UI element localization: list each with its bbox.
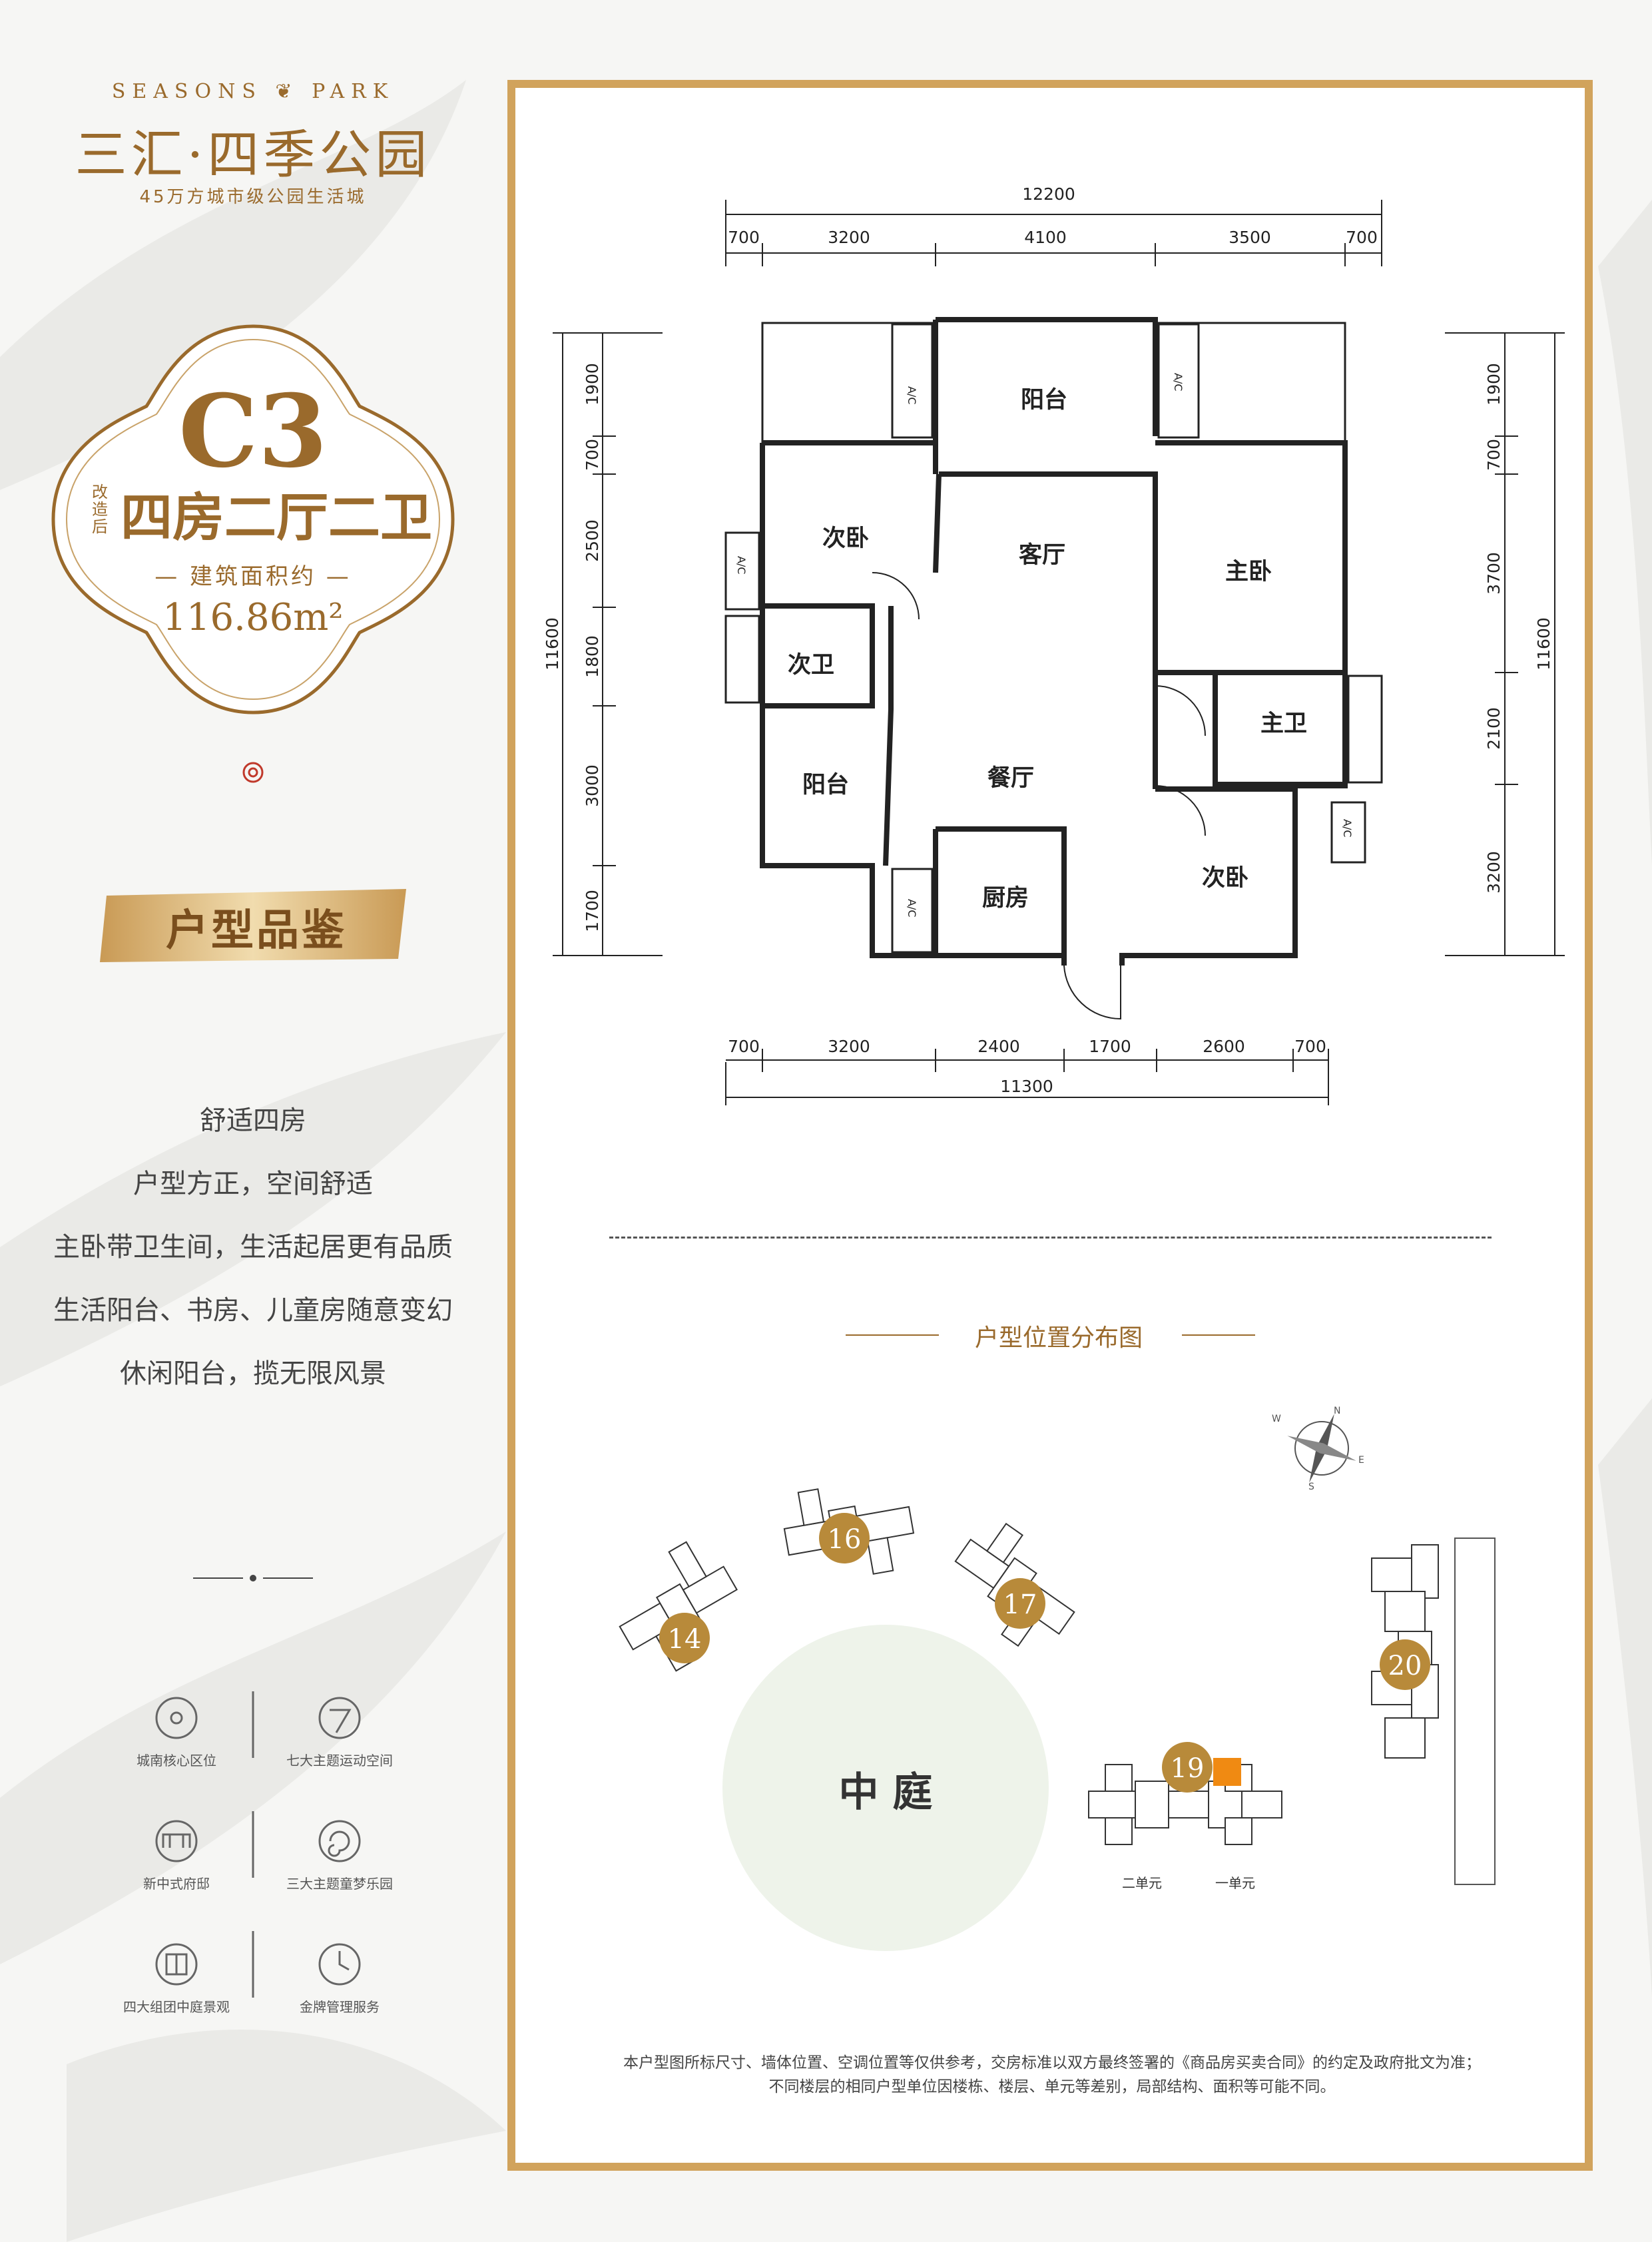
- road-strip: [1454, 1538, 1496, 1885]
- unit-area: 116.86m²: [162, 596, 344, 639]
- icon-label: 七大主题运动空间: [286, 1753, 393, 1769]
- courtyard-icon: [155, 1943, 198, 1986]
- flower-ornament-icon: [242, 762, 264, 783]
- building-19: [1088, 1764, 1282, 1845]
- icon-label: 四大组团中庭景观: [123, 1999, 230, 2015]
- svg-text:S: S: [1308, 1482, 1314, 1492]
- title-rule-left: [846, 1334, 939, 1336]
- target-icon: [155, 1697, 198, 1739]
- feature-line: 主卧带卫生间，生活起居更有品质: [53, 1232, 453, 1262]
- site-map: 中 庭 N E S W 14 16 17 19 20: [619, 1406, 1496, 1951]
- dim-top: 700: [1346, 228, 1378, 247]
- ac-label: A/C: [1172, 373, 1185, 392]
- brand-english-name: SEASONS ❦ PARK: [111, 80, 395, 103]
- dim-right: 3200: [1484, 851, 1504, 894]
- room-bedroom-nw: 次卧: [822, 525, 869, 552]
- dim-top: 3200: [828, 228, 870, 247]
- dim-bottom: 2400: [977, 1037, 1020, 1056]
- feature-line: 休闲阳台，揽无限风景: [120, 1358, 386, 1389]
- room-bedroom-se: 次卧: [1202, 865, 1248, 892]
- dim-left: 2500: [583, 519, 602, 562]
- icon-label: 城南核心区位: [137, 1753, 216, 1769]
- unit-type: 四房二厅二卫: [120, 487, 432, 548]
- feature-line: 户型方正，空间舒适: [133, 1169, 373, 1199]
- dim-right-total: 11600: [1534, 617, 1553, 671]
- dim-top: 700: [728, 228, 760, 247]
- svg-text:W: W: [1272, 1414, 1281, 1424]
- dim-top: 4100: [1024, 228, 1067, 247]
- ac-label: A/C: [906, 899, 918, 918]
- dim-bottom: 700: [728, 1037, 760, 1056]
- building-badges: 14 16 17 19 20: [659, 1513, 1430, 1793]
- highlighted-unit: [1213, 1758, 1241, 1786]
- unit-label: 一单元: [1215, 1875, 1255, 1891]
- dim-top: 3500: [1229, 228, 1271, 247]
- disclaimer-line: 本户型图所标尺寸、墙体位置、空调位置等仅供参考，交房标准以双方最终签署的《商品房…: [623, 2054, 1481, 2072]
- dim-left: 1700: [583, 890, 602, 932]
- dim-left: 700: [583, 439, 602, 471]
- feature-icon-grid: [155, 1691, 361, 1998]
- icon-label: 金牌管理服务: [300, 1999, 380, 2015]
- room-kitchen: 厨房: [982, 885, 1029, 912]
- unit-label: 二单元: [1122, 1875, 1162, 1891]
- svg-text:14: 14: [668, 1624, 702, 1655]
- dim-right: 700: [1484, 439, 1504, 471]
- dim-right: 3700: [1484, 552, 1504, 595]
- svg-text:16: 16: [828, 1524, 862, 1555]
- area-label: — 建筑面积约 —: [154, 563, 352, 590]
- svg-text:17: 17: [1003, 1589, 1037, 1620]
- dashed-divider: [609, 1237, 1492, 1239]
- dim-left: 3000: [583, 764, 602, 807]
- room-dining: 餐厅: [987, 765, 1034, 792]
- svg-text:N: N: [1334, 1406, 1340, 1416]
- section-title: 户型品鉴: [166, 906, 347, 956]
- ac-label: A/C: [906, 386, 918, 405]
- room-living: 客厅: [1019, 541, 1065, 569]
- feature-line: 生活阳台、书房、儿童房随意变幻: [53, 1295, 453, 1326]
- svg-text:20: 20: [1388, 1651, 1422, 1681]
- unit-badge-frame: [51, 324, 455, 714]
- section-title-ribbon: [100, 889, 406, 962]
- icon-label: 三大主题童梦乐园: [286, 1876, 393, 1892]
- room-balcony-top: 阳台: [1021, 387, 1067, 414]
- courtyard-label: 中 庭: [839, 1769, 933, 1816]
- disclaimer-line: 不同楼层的相同户型单位因楼栋、楼层、单元等差别，局部结构、面积等可能不同。: [768, 2078, 1336, 2096]
- dim-right: 1900: [1484, 363, 1504, 406]
- dim-left-total: 11600: [543, 617, 562, 671]
- site-map-title: 户型位置分布图: [974, 1324, 1143, 1352]
- divider-ornament: [193, 1575, 313, 1581]
- content-panel: [507, 80, 1593, 2171]
- dim-top-total: 12200: [1022, 184, 1075, 204]
- unit-code: C3: [178, 373, 328, 490]
- courtyard-circle: [722, 1625, 1049, 1951]
- title-rule-right: [1182, 1334, 1255, 1336]
- dim-left: 1800: [583, 635, 602, 678]
- compass-icon: N E S W: [1272, 1406, 1364, 1492]
- room-balcony-left: 阳台: [802, 772, 849, 798]
- swirl-icon: [318, 1820, 361, 1862]
- clock-icon: [318, 1943, 361, 1986]
- modified-tag: 改造后: [92, 483, 108, 536]
- svg-text:E: E: [1358, 1455, 1364, 1466]
- dim-bottom: 1700: [1089, 1037, 1131, 1056]
- room-second-bath: 次卫: [788, 652, 834, 679]
- dim-bottom: 2600: [1203, 1037, 1245, 1056]
- gate-icon: [155, 1820, 198, 1862]
- svg-text:19: 19: [1171, 1753, 1205, 1784]
- brand-chinese-name: 三汇·四季公园: [75, 125, 431, 185]
- dim-right: 2100: [1484, 707, 1504, 750]
- floor-plan: A/C A/C A/C A/C A/C 阳台 次卧 客厅 主卧 次卫 主卫 阳台…: [543, 184, 1565, 1105]
- room-master-bedroom: 主卧: [1225, 559, 1272, 585]
- brand-tagline: 45万方城市级公园生活城: [139, 187, 367, 207]
- dim-bottom: 700: [1294, 1037, 1326, 1056]
- seven-icon: [318, 1697, 361, 1739]
- dim-left: 1900: [583, 363, 602, 406]
- icon-label: 新中式府邸: [143, 1876, 210, 1892]
- dim-bottom-total: 11300: [1000, 1077, 1053, 1096]
- dim-bottom: 3200: [828, 1037, 870, 1056]
- ac-label: A/C: [735, 556, 748, 575]
- ac-label: A/C: [1341, 819, 1354, 838]
- room-master-bath: 主卫: [1260, 710, 1307, 737]
- feature-line: 舒适四房: [200, 1105, 306, 1136]
